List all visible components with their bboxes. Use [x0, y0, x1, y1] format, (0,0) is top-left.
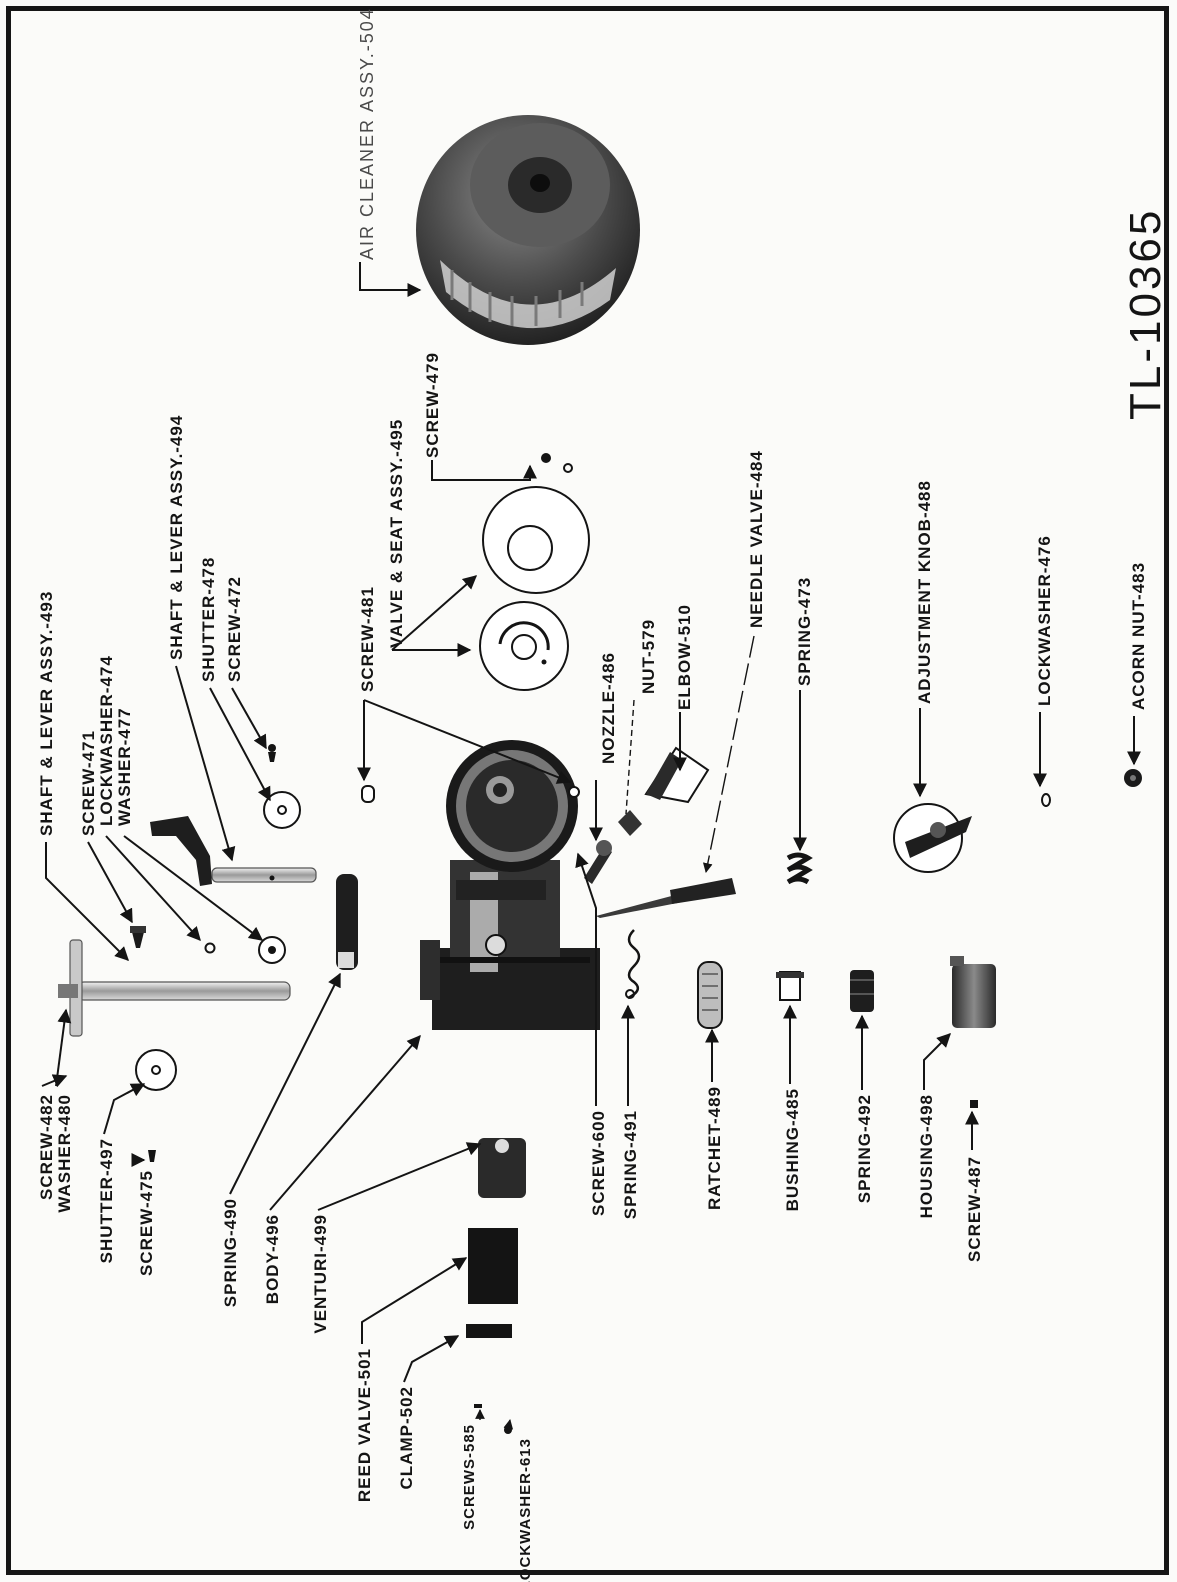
spring-492-part [850, 970, 874, 1012]
label-screw-471: SCREW-471 [79, 730, 98, 836]
label-air-cleaner: AIR CLEANER ASSY.-504 [357, 7, 377, 260]
label-housing-498: HOUSING-498 [917, 1094, 936, 1218]
label-spring-490: SPRING-490 [221, 1198, 240, 1307]
label-washer-480: WASHER-480 [55, 1094, 74, 1213]
label-lockwasher-474: LOCKWASHER-474 [97, 655, 116, 826]
label-body-496: BODY-496 [263, 1214, 282, 1304]
adjustment-knob-part [894, 804, 972, 872]
label-shutter-478: SHUTTER-478 [199, 557, 218, 682]
spring-491-part [626, 930, 639, 998]
screw-475-part [148, 1150, 156, 1162]
label-nut-579: NUT-579 [639, 619, 658, 694]
venturi-part [478, 1138, 526, 1198]
nut-579-part [618, 810, 642, 836]
screw-471-part [130, 926, 146, 948]
housing-part [950, 956, 996, 1028]
air-cleaner-part [416, 115, 640, 345]
label-shaft-lever-493: SHAFT & LEVER ASSY.-493 [37, 591, 56, 836]
label-washer-477: WASHER-477 [115, 707, 134, 826]
label-screw-481: SCREW-481 [358, 586, 377, 692]
screw-472-part [268, 744, 276, 762]
label-screw-472: SCREW-472 [225, 576, 244, 682]
label-nozzle-486: NOZZLE-486 [599, 652, 618, 764]
spring-473-part [788, 855, 808, 882]
clamp-part [466, 1324, 512, 1338]
label-shutter-497: SHUTTER-497 [97, 1138, 116, 1263]
reed-valve-part [468, 1228, 518, 1304]
label-screw-600: SCREW-600 [589, 1110, 608, 1216]
label-bushing-485: BUSHING-485 [783, 1088, 802, 1211]
label-reed-valve-501: REED VALVE-501 [355, 1348, 374, 1502]
label-adjustment-knob-488: ADJUSTMENT KNOB-488 [915, 480, 934, 704]
label-clamp-502: CLAMP-502 [397, 1386, 416, 1489]
screw-487-part [970, 1100, 978, 1108]
label-shaft-lever-494: SHAFT & LEVER ASSY.-494 [167, 415, 186, 660]
washer-477-part [259, 937, 285, 963]
label-lockwasher-613: LOCKWASHER-613 [517, 1438, 534, 1582]
label-venturi-499: VENTURI-499 [311, 1214, 330, 1334]
label-screw-475: SCREW-475 [137, 1170, 156, 1276]
nozzle-486-part [584, 840, 612, 884]
ratchet-part [698, 962, 722, 1028]
screw-481-part [362, 786, 374, 802]
screws-585-part [474, 1404, 482, 1408]
label-spring-491: SPRING-491 [621, 1110, 640, 1219]
label-screw-479: SCREW-479 [423, 352, 442, 458]
bushing-part [776, 972, 804, 1000]
acorn-nut-part [1124, 769, 1142, 787]
spring-490-part [336, 874, 358, 970]
label-needle-valve-484: NEEDLE VALVE-484 [747, 450, 766, 628]
carburetor-body-part [420, 740, 600, 1030]
needle-valve-part [596, 878, 736, 918]
label-ratchet-489: RATCHET-489 [705, 1086, 724, 1210]
figure-number: TL-10365 [1121, 208, 1170, 420]
label-screws-585: SCREWS-585 [461, 1424, 478, 1530]
label-valve-seat: VALVE & SEAT ASSY.-495 [387, 419, 406, 648]
elbow-510-part [646, 748, 708, 802]
label-screw-482: SCREW-482 [37, 1094, 56, 1200]
label-spring-473: SPRING-473 [795, 577, 814, 686]
shaft-lever-493-part [58, 940, 290, 1036]
label-lockwasher-476: LOCKWASHER-476 [1035, 535, 1054, 706]
label-acorn-nut-483: ACORN NUT-483 [1129, 562, 1148, 710]
label-elbow-510: ELBOW-510 [675, 604, 694, 710]
lockwasher-476-part [1042, 794, 1050, 806]
label-spring-492: SPRING-492 [855, 1094, 874, 1203]
small-screw-479-part [541, 453, 572, 472]
valve-seat-discs [480, 487, 589, 690]
lockwasher-474-part [206, 944, 215, 953]
label-screw-487: SCREW-487 [965, 1156, 984, 1262]
